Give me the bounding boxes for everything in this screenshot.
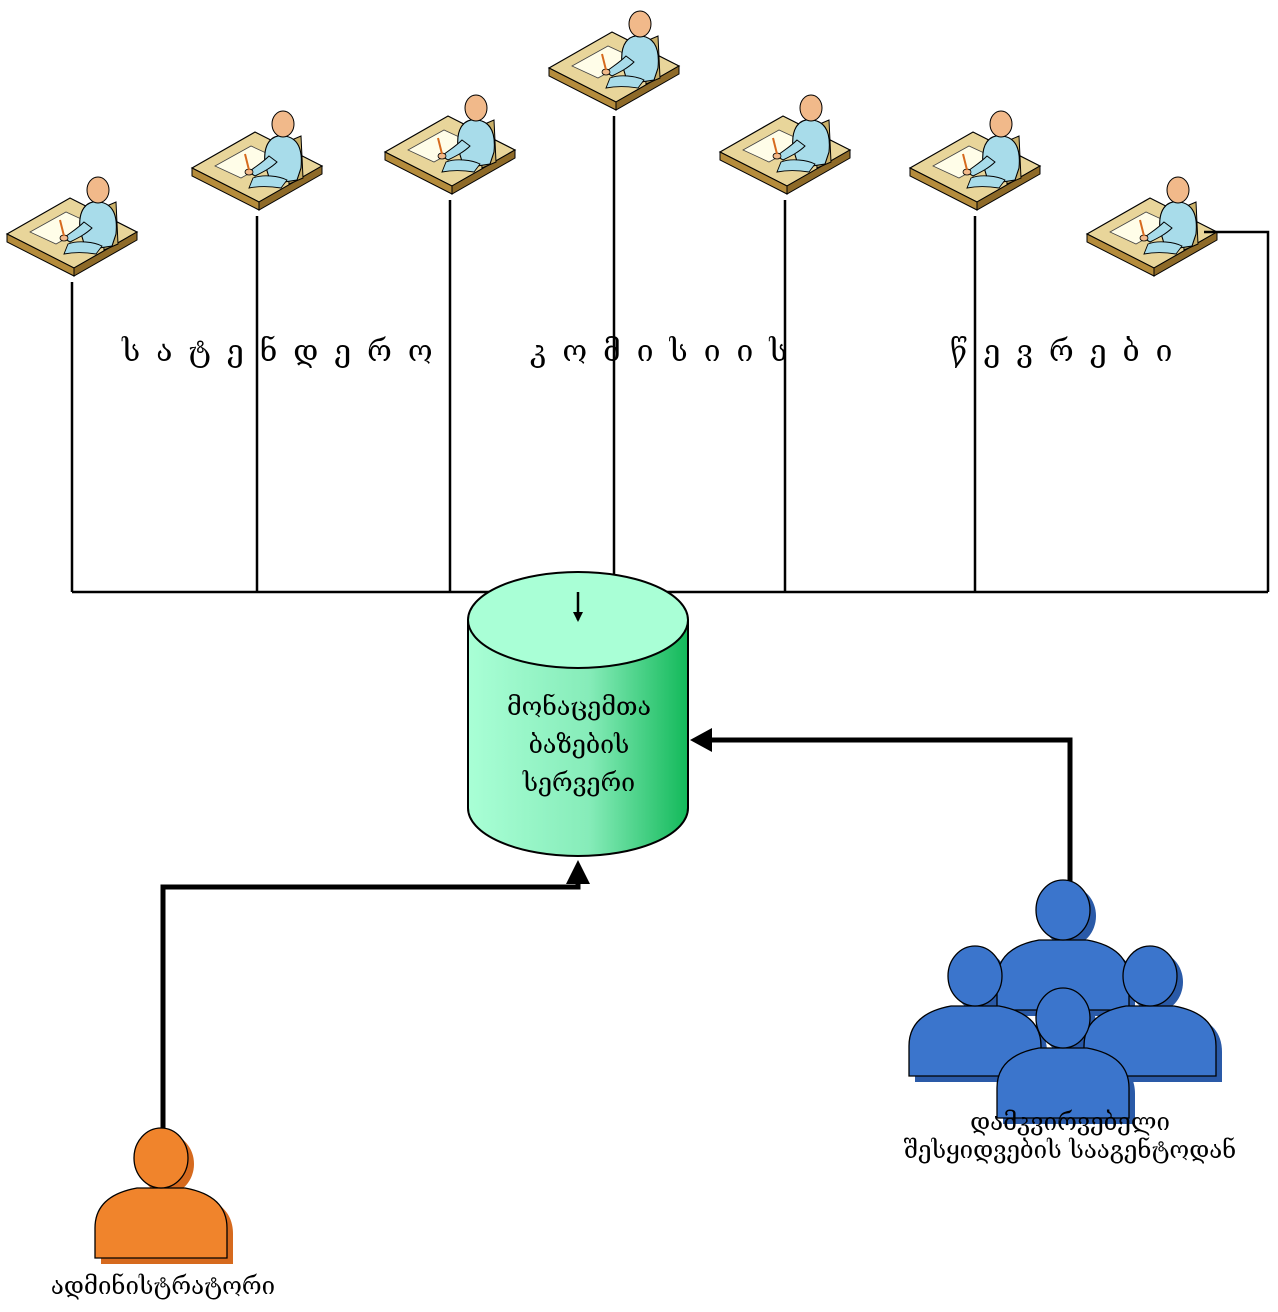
workstation-3 [384, 94, 516, 195]
banner-word-3: წევრები [950, 334, 1189, 369]
observer-to-db-arrow [690, 728, 1073, 886]
observer-caption: დამკვირვებელი შესყიდვების სააგენტოდან [880, 1108, 1260, 1164]
banner-word-2: კომისიის [530, 334, 804, 369]
workstation-4 [548, 10, 680, 111]
database-label-line-3: სერვერი [522, 768, 636, 797]
database-label-line-1: მონაცემთა [506, 692, 652, 721]
workstation-6 [909, 110, 1041, 211]
database-cylinder-icon [467, 571, 689, 857]
observer-caption-line-2: შესყიდვების სააგენტოდან [903, 1136, 1237, 1164]
admin-to-db-arrow [160, 860, 590, 1132]
user-icon [94, 1127, 233, 1264]
workstation-7 [1086, 176, 1218, 277]
database-label: მონაცემთა ბაზების სერვერი [470, 688, 688, 802]
workstation-5 [719, 94, 851, 195]
admin-caption: ადმინისტრატორი [50, 1272, 276, 1300]
workstation-2 [191, 110, 323, 211]
user-group-icon [908, 879, 1222, 1124]
network-bus [70, 116, 1270, 594]
banner-word-1: სატენდერო [122, 334, 449, 369]
database-label-line-2: ბაზების [528, 730, 630, 759]
observer-caption-line-1: დამკვირვებელი [970, 1108, 1170, 1136]
workstation-1 [6, 176, 138, 277]
